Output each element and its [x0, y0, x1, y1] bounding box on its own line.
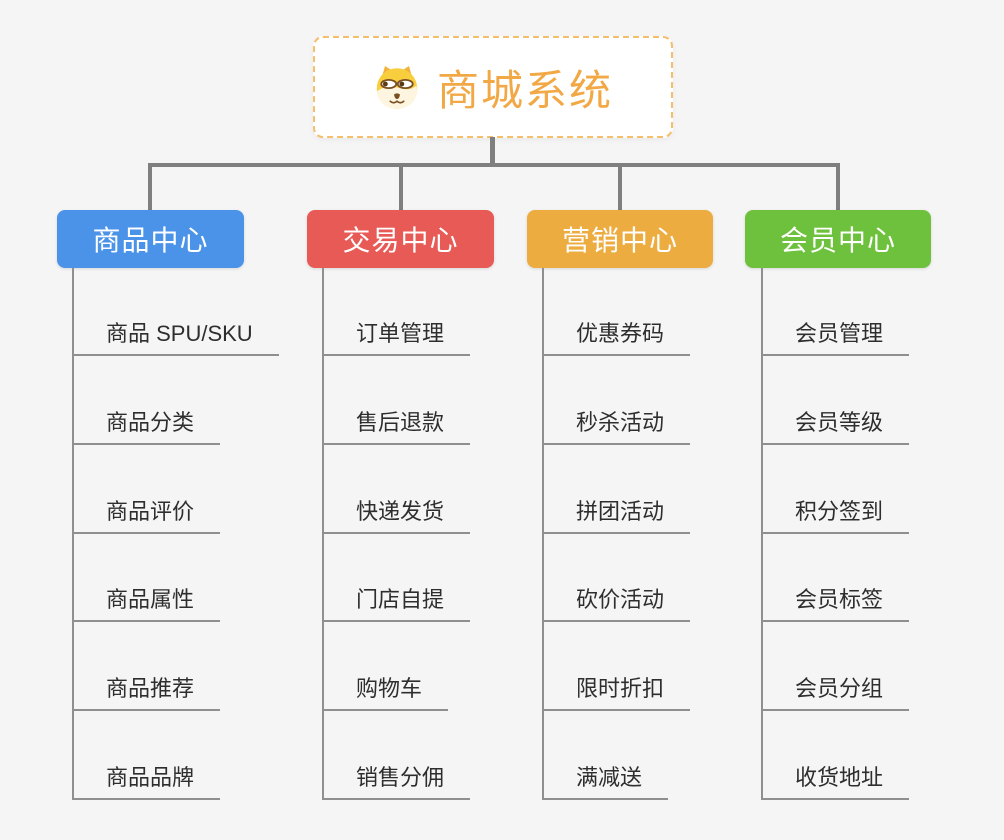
branch-spine-line	[72, 268, 74, 800]
child-item[interactable]: 会员分组	[761, 667, 910, 711]
branch-header-member[interactable]: 会员中心	[745, 210, 931, 268]
connector-stub-member	[836, 163, 840, 210]
child-item[interactable]: 会员管理	[761, 312, 910, 356]
child-item[interactable]: 售后退款	[322, 401, 471, 445]
child-item[interactable]: 门店自提	[322, 578, 471, 622]
child-item[interactable]: 快递发货	[322, 490, 471, 534]
connector-stub-trade	[399, 163, 403, 210]
child-item[interactable]: 商品评价	[72, 490, 221, 534]
child-item[interactable]: 会员等级	[761, 401, 910, 445]
branch-spine-line	[761, 268, 763, 800]
branch-header-trade[interactable]: 交易中心	[307, 210, 494, 268]
branch-spine-line	[322, 268, 324, 800]
branch-header-product[interactable]: 商品中心	[57, 210, 244, 268]
connector-root-stub	[490, 137, 495, 165]
child-item[interactable]: 订单管理	[322, 312, 471, 356]
root-title: 商城系统	[436, 66, 613, 114]
child-item[interactable]: 优惠券码	[542, 312, 691, 356]
child-item[interactable]: 销售分佣	[322, 756, 471, 800]
child-item[interactable]: 收货地址	[761, 756, 910, 800]
child-item[interactable]: 会员标签	[761, 578, 910, 622]
connector-horizontal-line	[148, 163, 840, 167]
child-item[interactable]: 秒杀活动	[542, 401, 691, 445]
child-item[interactable]: 限时折扣	[542, 667, 691, 711]
child-item[interactable]: 商品推荐	[72, 667, 221, 711]
child-item[interactable]: 砍价活动	[542, 578, 691, 622]
child-item[interactable]: 商品品牌	[72, 756, 221, 800]
child-item[interactable]: 积分签到	[761, 490, 910, 534]
child-item[interactable]: 购物车	[322, 667, 449, 711]
child-item[interactable]: 拼团活动	[542, 490, 691, 534]
child-item[interactable]: 商品 SPU/SKU	[72, 312, 279, 356]
child-item[interactable]: 满减送	[542, 756, 669, 800]
branch-spine-line	[542, 268, 544, 800]
branch-header-marketing[interactable]: 营销中心	[527, 210, 713, 268]
connector-stub-product	[148, 163, 152, 210]
child-item[interactable]: 商品分类	[72, 401, 221, 445]
root-node[interactable]: 商城系统	[313, 36, 673, 138]
connector-stub-marketing	[618, 163, 622, 210]
dog-face-icon	[376, 66, 418, 109]
child-item[interactable]: 商品属性	[72, 578, 221, 622]
